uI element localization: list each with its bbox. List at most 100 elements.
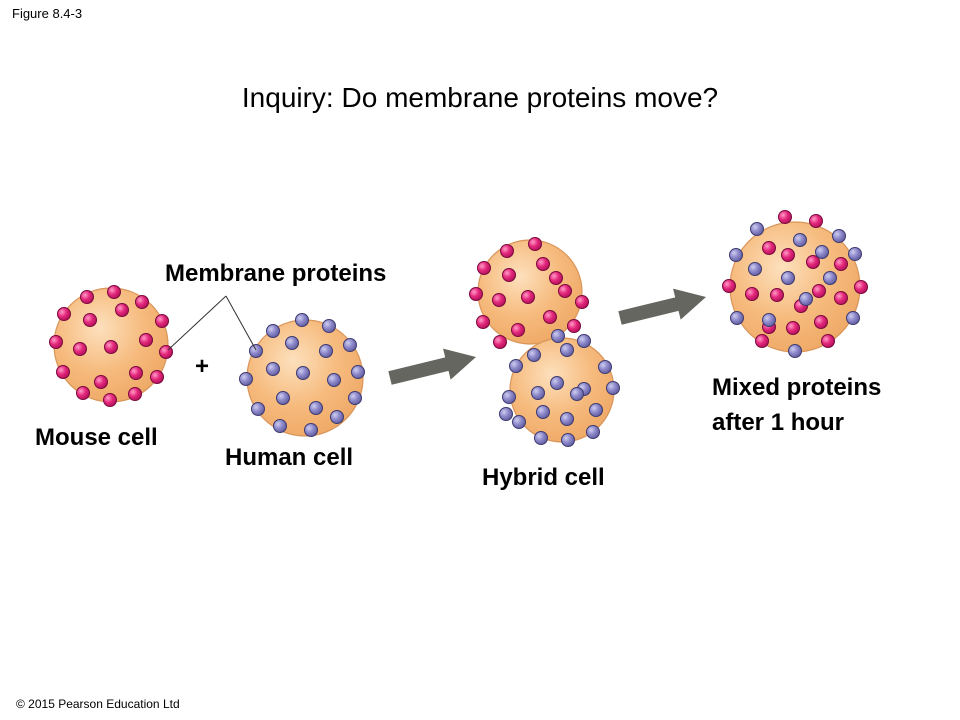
mouse-protein	[493, 335, 507, 349]
mouse-protein	[812, 284, 826, 298]
human-protein	[762, 313, 776, 327]
mouse-protein	[476, 315, 490, 329]
human-protein	[327, 373, 341, 387]
mouse-protein	[854, 280, 868, 294]
human-protein	[251, 402, 265, 416]
mouse-protein	[56, 365, 70, 379]
mouse-protein	[536, 257, 550, 271]
human-protein	[750, 222, 764, 236]
human-protein	[502, 390, 516, 404]
human-protein	[832, 229, 846, 243]
hybrid-cell-label: Hybrid cell	[482, 464, 605, 491]
human-protein	[577, 334, 591, 348]
mixed-human-proteins	[729, 222, 862, 358]
mouse-protein	[809, 214, 823, 228]
human-protein	[781, 271, 795, 285]
mouse-protein	[575, 295, 589, 309]
human-protein	[512, 415, 526, 429]
arrow-to-mixed-shape	[618, 288, 707, 325]
human-protein	[570, 387, 584, 401]
human-protein	[815, 245, 829, 259]
human-protein	[551, 329, 565, 343]
copyright: © 2015 Pearson Education Ltd	[16, 697, 180, 711]
human-protein	[606, 381, 620, 395]
human-protein	[729, 248, 743, 262]
mouse-protein	[821, 334, 835, 348]
mouse-protein	[549, 271, 563, 285]
mouse-protein	[104, 340, 118, 354]
human-protein	[330, 410, 344, 424]
human-protein	[343, 338, 357, 352]
mouse-protein	[83, 313, 97, 327]
mouse-cell-label: Mouse cell	[35, 424, 158, 451]
human-protein	[560, 412, 574, 426]
mouse-protein	[511, 323, 525, 337]
figure-label: Figure 8.4-3	[12, 6, 83, 21]
mouse-protein	[155, 314, 169, 328]
mouse-protein	[80, 290, 94, 304]
human-protein	[527, 348, 541, 362]
human-protein	[309, 401, 323, 415]
arrow-to-hybrid-shape	[388, 348, 477, 385]
human-protein	[748, 262, 762, 276]
pointer-line-human	[225, 295, 257, 351]
human-protein	[304, 423, 318, 437]
human-protein	[793, 233, 807, 247]
human-protein	[730, 311, 744, 325]
human-protein	[823, 271, 837, 285]
mouse-protein	[567, 319, 581, 333]
mouse-protein	[115, 303, 129, 317]
human-protein	[799, 292, 813, 306]
human-protein	[266, 324, 280, 338]
plus-sign: +	[195, 353, 210, 380]
human-protein	[295, 313, 309, 327]
human-protein	[499, 407, 513, 421]
human-cell-label: Human cell	[225, 444, 354, 471]
human-protein	[266, 362, 280, 376]
mouse-protein	[139, 333, 153, 347]
human-protein	[348, 391, 362, 405]
mouse-protein	[150, 370, 164, 384]
mouse-protein	[543, 310, 557, 324]
human-protein	[276, 391, 290, 405]
mixed-proteins-label-line1: Mixed proteins	[712, 374, 882, 401]
human-protein	[531, 386, 545, 400]
human-protein	[561, 433, 575, 447]
human-protein	[351, 365, 365, 379]
mouse-protein	[469, 287, 483, 301]
human-protein	[239, 372, 253, 386]
human-protein	[846, 311, 860, 325]
mouse-protein	[129, 366, 143, 380]
mouse-protein	[73, 342, 87, 356]
mouse-protein	[762, 241, 776, 255]
human-proteins	[239, 313, 365, 437]
mouse-protein	[755, 334, 769, 348]
human-protein	[249, 344, 263, 358]
mixed-proteins-label-line2: after 1 hour	[712, 409, 845, 436]
human-protein	[319, 344, 333, 358]
human-protein	[848, 247, 862, 261]
human-protein	[560, 343, 574, 357]
pointer-line-mouse	[167, 295, 227, 351]
hybrid-human-proteins	[499, 329, 620, 447]
mouse-protein	[745, 287, 759, 301]
mouse-protein	[103, 393, 117, 407]
human-protein	[598, 360, 612, 374]
arrow-to-hybrid	[388, 348, 477, 385]
mouse-protein	[502, 268, 516, 282]
human-protein	[285, 336, 299, 350]
mouse-protein	[500, 244, 514, 258]
mouse-protein	[770, 288, 784, 302]
mouse-protein	[722, 279, 736, 293]
human-protein	[509, 359, 523, 373]
mouse-protein	[521, 290, 535, 304]
mouse-protein	[49, 335, 63, 349]
mouse-protein	[477, 261, 491, 275]
human-protein	[550, 376, 564, 390]
human-protein	[273, 419, 287, 433]
hybrid-mouse-proteins	[469, 237, 589, 349]
mouse-protein	[814, 315, 828, 329]
membrane-proteins-label: Membrane proteins	[165, 260, 387, 287]
mouse-protein	[834, 291, 848, 305]
